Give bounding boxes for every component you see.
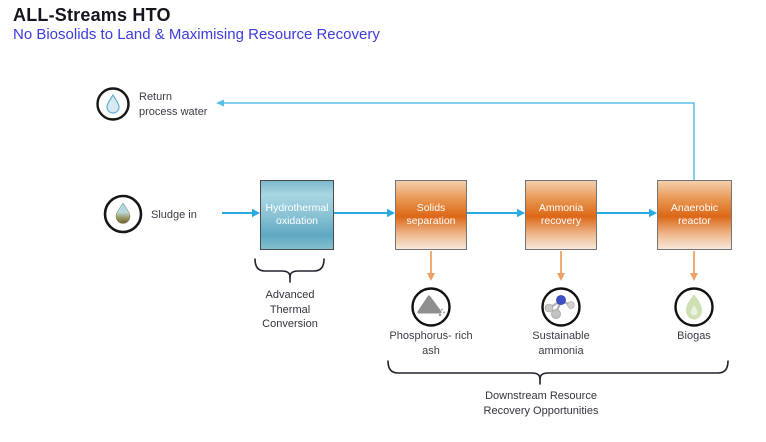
page-title: ALL-Streams HTO [13, 5, 171, 25]
process-box-solids-separation: Solids separation [395, 180, 467, 250]
label-line: Advanced [265, 289, 315, 301]
box-label-line: oxidation [275, 215, 319, 227]
biogas-label: Biogas [639, 329, 749, 344]
label-line: Recovery Opportunities [483, 405, 599, 417]
output-arrow-ash [427, 251, 435, 281]
box-label-line: Solids [416, 201, 446, 214]
box-label-line: Ammonia [538, 201, 584, 214]
label-line: Sludge in [151, 209, 197, 221]
sludge-drop-icon [115, 202, 131, 224]
downstream-brace [387, 360, 729, 385]
advanced-thermal-conversion-label: Advanced Thermal Conversion [235, 288, 345, 332]
label-line: ammonia [538, 345, 584, 357]
phosphorus-ash-label: Phosphorus- rich ash [376, 329, 486, 359]
flow-arrow-hto-to-solids [334, 208, 395, 218]
flow-arrow-solids-to-ammonia [467, 208, 525, 218]
return-water-line [216, 99, 695, 180]
page-subtitle: No Biosolids to Land & Maximising Resour… [13, 26, 380, 43]
box-label-line: Anaerobic [670, 201, 719, 214]
process-box-ammonia-recovery: Ammonia recovery [525, 180, 597, 250]
box-label-line: recovery [540, 215, 582, 227]
output-arrow-ammonia [557, 251, 565, 281]
sludge-in-label: Sludge in [151, 208, 197, 223]
label-line: Thermal [269, 303, 311, 316]
label-line: Return [139, 91, 173, 103]
box-label-line: Hydrothermal [265, 201, 329, 214]
biogas-badge [674, 287, 714, 327]
ammonia-molecule-icon [544, 295, 575, 319]
return-process-water-label: Return process water [139, 90, 207, 120]
ammonia-badge [541, 287, 581, 327]
label-line: Biogas [677, 330, 711, 342]
return-water-badge [96, 87, 130, 121]
box-label-line: separation [406, 215, 456, 227]
label-line: Sustainable [532, 330, 590, 342]
downstream-resource-recovery-label: Downstream Resource Recovery Opportuniti… [450, 389, 632, 419]
flame-icon [686, 294, 702, 320]
advanced-thermal-brace [254, 258, 325, 283]
flow-arrow-sludge-to-hto [222, 208, 260, 218]
sludge-badge [103, 194, 143, 234]
label-line: Phosphorus- rich [389, 330, 473, 342]
box-label-line: reactor [678, 215, 711, 227]
flow-arrow-ammonia-to-anaerobic [597, 208, 657, 218]
label-line: Conversion [262, 318, 318, 330]
output-arrow-biogas [690, 251, 698, 281]
sustainable-ammonia-label: Sustainable ammonia [506, 329, 616, 359]
label-line: Downstream Resource [485, 390, 597, 402]
process-box-hydrothermal-oxidation: Hydrothermal oxidation [260, 180, 334, 250]
label-line: process water [139, 106, 208, 118]
water-drop-icon [106, 93, 120, 114]
ash-badge [411, 287, 451, 327]
process-box-anaerobic-reactor: Anaerobic reactor [657, 180, 732, 250]
ash-pile-icon [417, 295, 445, 317]
label-line: ash [422, 345, 440, 357]
